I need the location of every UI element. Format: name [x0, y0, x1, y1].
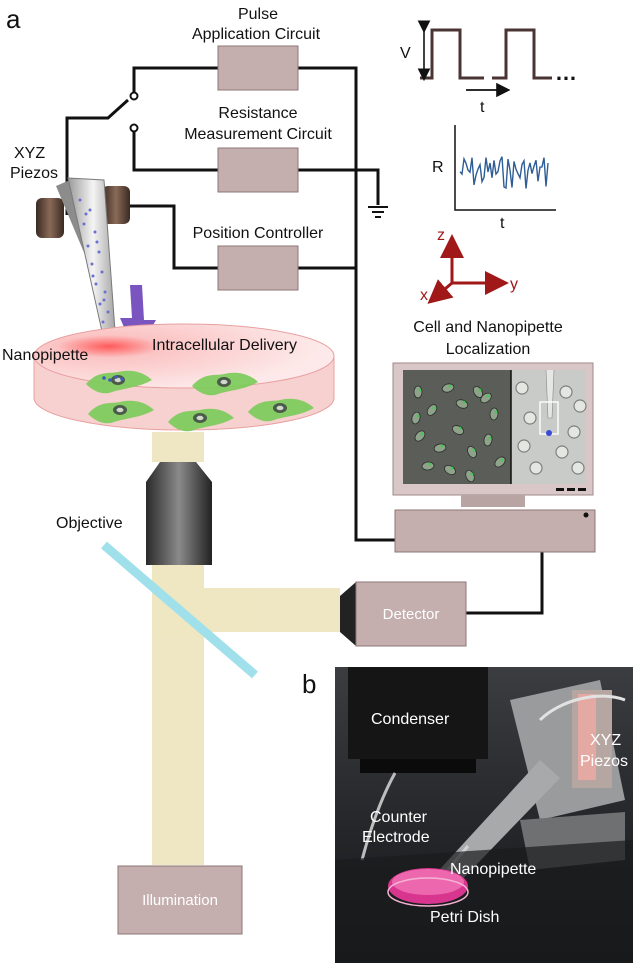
photo-nanopipette-label: Nanopipette [450, 861, 536, 878]
molecule-9 [103, 290, 107, 294]
localization-label-1: Cell and Nanopipette [413, 319, 563, 336]
objective [146, 462, 212, 565]
computer-unit [394, 509, 596, 553]
pulse-waveform-plot: V t … [400, 20, 577, 116]
monitor-cell-left-0 [413, 385, 423, 399]
molecule-8 [94, 282, 98, 286]
cell-3 [168, 408, 234, 432]
molecule-10 [98, 302, 102, 306]
piezos-label-2: Piezos [10, 165, 58, 182]
panel-label-b: b [302, 669, 316, 699]
cell-1 [192, 372, 258, 396]
resistance-plot-x-label: t [500, 215, 505, 232]
pulse-plot-ellipsis: … [555, 60, 577, 85]
illumination-box [117, 865, 243, 935]
monitor-cell-right-3 [529, 461, 543, 475]
light-beam [152, 432, 340, 865]
resistance-circuit-box [217, 147, 299, 193]
photo-piezos-label-1: XYZ [590, 732, 621, 749]
detector-label: Detector [383, 606, 440, 623]
ground-symbol [368, 206, 388, 218]
molecule-11 [106, 310, 110, 314]
axis-y-label: y [510, 276, 518, 293]
monitor-cell-right-4 [555, 445, 569, 459]
computer-monitor [392, 362, 594, 507]
panel-label-a: a [6, 4, 21, 34]
pipette-molecules [78, 198, 112, 344]
resistance-circuit-label-1: Resistance [218, 105, 297, 122]
molecule-4 [86, 244, 90, 248]
pulse-circuit-label-1: Pulse [238, 6, 278, 23]
piezo-block-right [102, 186, 130, 224]
monitor-cell-right-5 [567, 425, 581, 439]
circuit-wires [65, 66, 544, 615]
monitor-cell-right-1 [523, 411, 537, 425]
setup-photo [335, 667, 633, 963]
photo-counter-electrode-label-1: Counter [370, 809, 428, 826]
objective-label: Objective [56, 515, 123, 532]
molecule-6 [90, 262, 94, 266]
coordinate-axes [427, 234, 509, 304]
molecule-17 [91, 274, 95, 278]
detector-lens [340, 582, 356, 646]
axis-z-label: z [437, 227, 445, 244]
pulse-circuit-box [217, 45, 299, 91]
dichroic-mirror [101, 541, 258, 679]
monitor-cell-right-7 [559, 385, 573, 399]
molecule-5 [97, 250, 101, 254]
monitor-cell-right-2 [517, 439, 531, 453]
position-controller-label: Position Controller [193, 225, 324, 242]
molecule-18 [102, 298, 106, 302]
pulse-plot-y-label: V [400, 45, 411, 62]
photo-counter-electrode-label-2: Electrode [362, 829, 430, 846]
photo-petri-dish-label: Petri Dish [430, 909, 499, 926]
intracellular-delivery-label: Intracellular Delivery [152, 337, 297, 354]
resistance-plot: R t [432, 125, 556, 232]
delivered-spots [102, 375, 124, 382]
resistance-circuit-label-2: Measurement Circuit [184, 126, 332, 143]
monitor-cell-right-0 [515, 381, 529, 395]
molecule-0 [78, 198, 82, 202]
cells [86, 370, 314, 432]
nanopipette-label: Nanopipette [2, 347, 88, 364]
molecule-12 [101, 320, 105, 324]
resistance-signal-trace [459, 156, 549, 190]
molecule-1 [88, 208, 92, 212]
illumination-label: Illumination [142, 892, 218, 909]
switch-contact-bottom [129, 123, 139, 133]
switch-contact-top [129, 91, 139, 101]
detector-box [355, 581, 467, 647]
monitor-cell-right-8 [573, 399, 587, 413]
photo-piezos-label-2: Piezos [580, 753, 628, 770]
pulse-plot-x-label: t [480, 99, 485, 116]
molecule-2 [82, 222, 86, 226]
piezo-block-left [36, 198, 64, 238]
localization-label-2: Localization [446, 341, 531, 358]
molecule-16 [95, 240, 99, 244]
pulse-circuit-label-2: Application Circuit [192, 26, 321, 43]
molecule-3 [93, 230, 97, 234]
cell-2 [88, 400, 154, 424]
monitor-cell-right-6 [571, 461, 585, 475]
cell-4 [248, 398, 314, 422]
photo-condenser-label: Condenser [371, 711, 450, 728]
molecule-7 [100, 270, 104, 274]
position-controller-box [217, 245, 299, 291]
resistance-plot-y-label: R [432, 159, 444, 176]
molecule-15 [84, 212, 88, 216]
axis-x-label: x [420, 287, 428, 304]
piezos-label-1: XYZ [14, 145, 45, 162]
